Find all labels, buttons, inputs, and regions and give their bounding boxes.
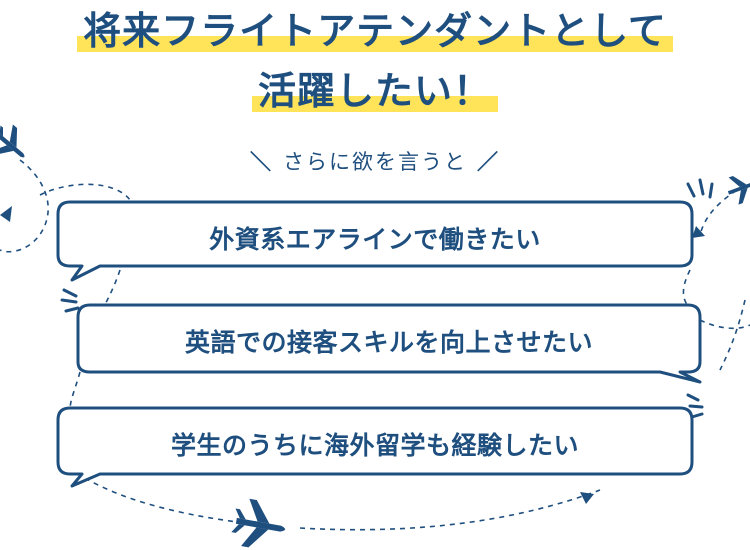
emphasis-lines-icon — [686, 178, 714, 199]
subheading-left-mark: ＼ — [250, 150, 273, 174]
speech-bubble-3 — [56, 406, 694, 488]
emphasis-lines-icon — [686, 393, 704, 419]
dashed-flight-path — [299, 489, 601, 531]
subheading: ＼ さらに欲を言うと ／ — [0, 146, 750, 176]
speech-bubble-1 — [56, 200, 694, 282]
subheading-right-mark: ／ — [477, 150, 500, 174]
dashed-flight-path — [719, 299, 746, 371]
dashed-flight-path — [39, 183, 131, 201]
arrowhead-icon — [0, 206, 12, 222]
speech-bubble-2 — [76, 303, 702, 384]
dashed-flight-path — [699, 319, 750, 330]
dashed-flight-path — [69, 371, 81, 411]
bubble-text-1: 外資系エアラインで働きたい — [209, 225, 541, 254]
bubble-text-3: 学生のうちに海外留学も経験したい — [170, 431, 579, 460]
headline-line-2: 活躍したい！ — [0, 69, 750, 113]
emphasis-lines-icon — [60, 288, 80, 313]
dashed-flight-path — [84, 477, 261, 526]
dashed-flight-path — [699, 184, 746, 236]
dashed-flight-path — [0, 159, 49, 253]
airplane-icon — [231, 498, 286, 548]
headline-text-2: 活躍したい！ — [257, 69, 492, 113]
subheading-text: さらに欲を言うと — [283, 150, 467, 174]
headline-line-1: 将来フライトアテンダントとして — [0, 9, 750, 53]
arrowhead-icon — [692, 226, 705, 238]
arrowhead-icon — [580, 492, 594, 504]
headline-text-1: 将来フライトアテンダントとして — [83, 9, 667, 53]
airplane-icon — [727, 176, 750, 205]
airplane-icon — [0, 124, 25, 158]
bubble-text-2: 英語での接客スキルを向上させたい — [184, 328, 593, 357]
